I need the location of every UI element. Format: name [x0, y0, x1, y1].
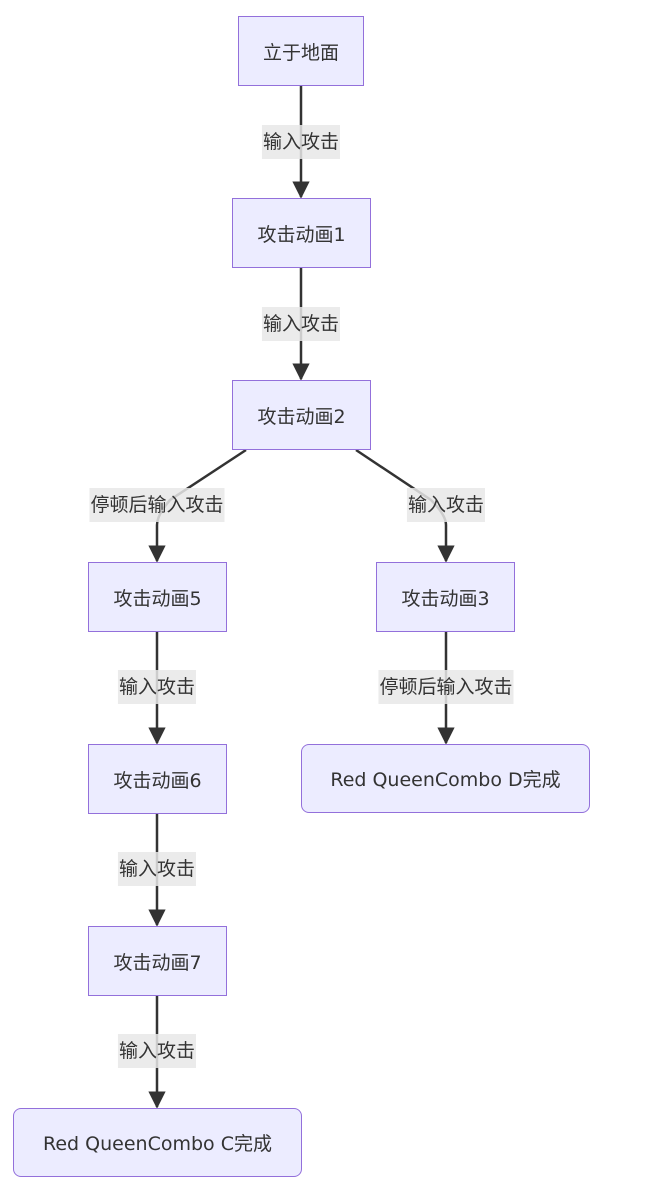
node-combo-d-complete: Red QueenCombo D完成: [301, 744, 590, 813]
node-attack-2: 攻击动画2: [232, 380, 371, 450]
node-attack-3: 攻击动画3: [376, 562, 515, 632]
node-label: 立于地面: [262, 41, 339, 64]
edge-label: 输入攻击: [117, 1034, 197, 1068]
edge-label: 输入攻击: [117, 852, 197, 886]
node-label: 攻击动画1: [257, 223, 346, 246]
edge-label: 停顿后输入攻击: [89, 488, 225, 522]
edge-label: 输入攻击: [261, 125, 341, 159]
node-label: 攻击动画2: [257, 405, 346, 428]
node-label: 攻击动画5: [113, 587, 202, 610]
node-combo-c-complete: Red QueenCombo C完成: [13, 1108, 302, 1177]
node-label: Red QueenCombo D完成: [330, 769, 561, 791]
node-attack-6: 攻击动画6: [88, 744, 227, 814]
node-attack-5: 攻击动画5: [88, 562, 227, 632]
node-attack-7: 攻击动画7: [88, 926, 227, 996]
node-label: 攻击动画6: [113, 769, 202, 792]
edge-label: 输入攻击: [117, 670, 197, 704]
node-stand-on-ground: 立于地面: [238, 16, 364, 86]
edge-label: 停顿后输入攻击: [378, 670, 514, 704]
edge-label: 输入攻击: [406, 488, 486, 522]
node-label: Red QueenCombo C完成: [43, 1133, 272, 1155]
node-label: 攻击动画7: [113, 951, 202, 974]
node-attack-1: 攻击动画1: [232, 198, 371, 268]
node-label: 攻击动画3: [401, 587, 490, 610]
edge-label: 输入攻击: [261, 307, 341, 341]
